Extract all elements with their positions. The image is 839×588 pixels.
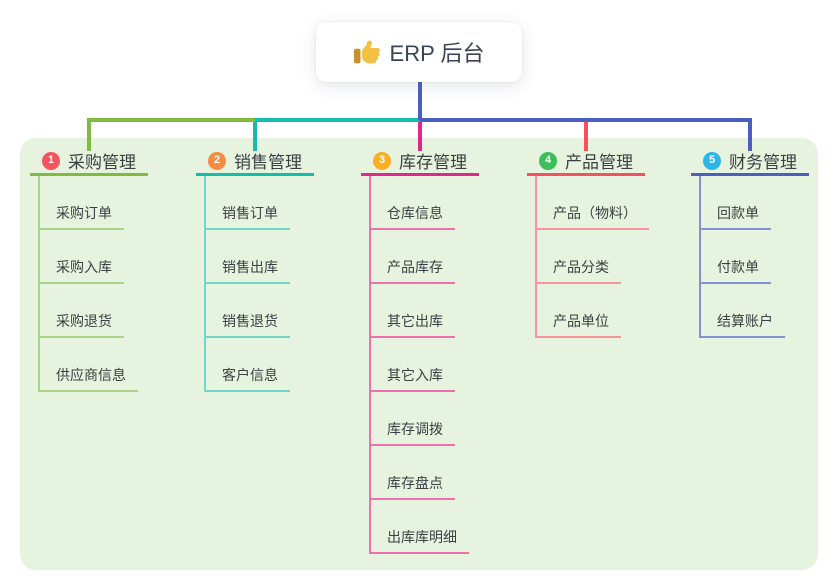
child-label: 销售订单	[222, 205, 278, 221]
child-label: 库存盘点	[387, 475, 443, 491]
child-label: 结算账户	[717, 313, 773, 329]
child-node[interactable]: 出库库明细	[371, 500, 469, 554]
child-node[interactable]: 供应商信息	[40, 338, 138, 392]
branch-children: 仓库信息产品库存其它出库其它入库库存调拨库存盘点出库库明细	[369, 176, 469, 554]
child-label: 出库库明细	[387, 529, 457, 545]
branch-node[interactable]: 3 库存管理	[361, 148, 479, 176]
child-label: 其它出库	[387, 313, 443, 329]
root-connector-line	[418, 80, 422, 120]
child-label: 采购订单	[56, 205, 112, 221]
root-node[interactable]: ERP 后台	[316, 22, 522, 82]
branch-children: 采购订单采购入库采购退货供应商信息	[38, 176, 138, 392]
branch-node[interactable]: 1 采购管理	[30, 148, 148, 176]
child-node[interactable]: 产品（物料）	[537, 176, 649, 230]
child-label: 产品（物料）	[553, 205, 637, 221]
child-node[interactable]: 销售出库	[206, 230, 290, 284]
child-label: 付款单	[717, 259, 759, 275]
branch: 5 财务管理 回款单付款单结算账户	[691, 148, 809, 338]
branch: 2 销售管理 销售订单销售出库销售退货客户信息	[196, 148, 314, 392]
child-label: 其它入库	[387, 367, 443, 383]
connector-segment	[255, 118, 420, 122]
connector-segment	[87, 118, 255, 122]
branch-label: 销售管理	[234, 153, 302, 172]
child-node[interactable]: 采购订单	[40, 176, 124, 230]
branch: 4 产品管理 产品（物料） 产品分类产品单位	[527, 148, 649, 338]
child-node[interactable]: 结算账户	[701, 284, 785, 338]
child-label: 回款单	[717, 205, 759, 221]
branch: 1 采购管理 采购订单采购入库采购退货供应商信息	[30, 148, 148, 392]
thumbs-up-icon	[353, 40, 380, 64]
branch-label: 产品管理	[565, 153, 633, 172]
branch-label: 采购管理	[68, 153, 136, 172]
child-label: 仓库信息	[387, 205, 443, 221]
connector-segment	[420, 118, 752, 122]
branch-node[interactable]: 2 销售管理	[196, 148, 314, 176]
child-node[interactable]: 库存调拨	[371, 392, 455, 446]
child-label: 产品单位	[553, 313, 609, 329]
child-label: 采购退货	[56, 313, 112, 329]
branch-children: 回款单付款单结算账户	[699, 176, 785, 338]
child-node[interactable]: 采购退货	[40, 284, 124, 338]
child-node[interactable]: 付款单	[701, 230, 771, 284]
branch: 3 库存管理 仓库信息产品库存其它出库其它入库库存调拨库存盘点出库库明细	[361, 148, 479, 554]
child-node[interactable]: 其它出库	[371, 284, 455, 338]
child-label: 产品库存	[387, 259, 443, 275]
branch-children: 销售订单销售出库销售退货客户信息	[204, 176, 290, 392]
child-label: 销售出库	[222, 259, 278, 275]
branch-index-badge: 1	[42, 151, 60, 170]
branch-index-badge: 5	[703, 151, 721, 170]
child-node[interactable]: 库存盘点	[371, 446, 455, 500]
root-label: ERP 后台	[389, 41, 485, 66]
branch-label: 财务管理	[729, 153, 797, 172]
branch-node[interactable]: 4 产品管理	[527, 148, 645, 176]
branch-drop-line	[584, 122, 588, 151]
branch-children: 产品（物料） 产品分类产品单位	[535, 176, 649, 338]
branch-drop-line	[87, 122, 91, 151]
child-node[interactable]: 产品分类	[537, 230, 621, 284]
branch-label: 库存管理	[399, 153, 467, 172]
child-node[interactable]: 客户信息	[206, 338, 290, 392]
branch-index-badge: 3	[373, 151, 391, 170]
branch-drop-line	[418, 122, 422, 151]
child-node[interactable]: 销售退货	[206, 284, 290, 338]
child-node[interactable]: 产品单位	[537, 284, 621, 338]
child-node[interactable]: 产品库存	[371, 230, 455, 284]
child-node[interactable]: 销售订单	[206, 176, 290, 230]
branch-drop-line	[748, 122, 752, 151]
child-node[interactable]: 回款单	[701, 176, 771, 230]
child-label: 库存调拨	[387, 421, 443, 437]
child-label: 销售退货	[222, 313, 278, 329]
branch-node[interactable]: 5 财务管理	[691, 148, 809, 176]
child-label: 客户信息	[222, 367, 278, 383]
branch-index-badge: 2	[208, 151, 226, 170]
branch-drop-line	[253, 122, 257, 151]
child-label: 供应商信息	[56, 367, 126, 383]
child-node[interactable]: 仓库信息	[371, 176, 455, 230]
child-label: 采购入库	[56, 259, 112, 275]
branch-index-badge: 4	[539, 151, 557, 170]
child-node[interactable]: 采购入库	[40, 230, 124, 284]
child-node[interactable]: 其它入库	[371, 338, 455, 392]
child-label: 产品分类	[553, 259, 609, 275]
